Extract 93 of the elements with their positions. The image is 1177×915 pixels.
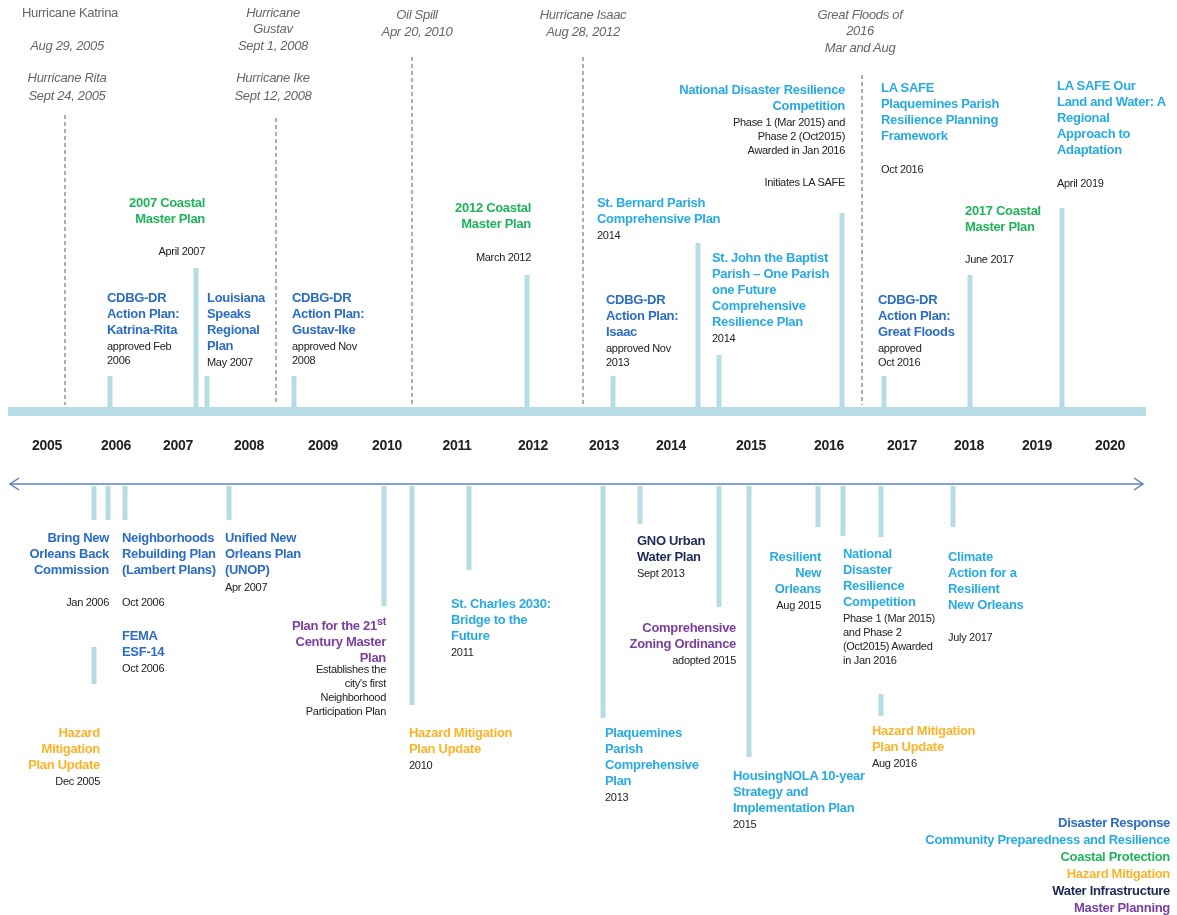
plan-title: Hazard Mitigation Plan Update [872,723,977,755]
plan-date: 2011 [451,645,475,659]
plan-title: Hazard Mitigation Plan Update [409,725,514,757]
plan-title: St. John the Baptist Parish – One Parish one Future Comprehensive Resilience Plan [712,250,831,330]
plan-date: approved Oct 2016 [878,341,923,369]
plan-date: 2010 [409,758,434,772]
plan-title: Plaquemines Parish Comprehensive Plan [605,725,700,789]
year-label: 2017 [886,437,918,453]
year-label: 2015 [735,437,767,453]
event-label: Great Floods of 2016 [816,7,905,39]
legend-label: Coastal Protection [1060,848,1170,865]
plan-title: CDBG-DR Action Plan: Gustav-Ike [292,290,366,338]
plan-title: CDBG-DR Action Plan: Great Floods [878,292,956,340]
legend-label: Hazard Mitigation [1066,865,1170,882]
event-label: Aug 29, 2005 [29,38,106,54]
plan-title: Climate Action for a Resilient New Orleans [948,549,1025,613]
year-label: 2014 [655,437,688,453]
plan-date: Oct 2006 [122,661,166,675]
plan-title: CDBG-DR Action Plan: Katrina-Rita [107,290,181,338]
plan-date: approved Feb 2006 [107,339,173,367]
legend-label: Community Preparedness and Resilience [925,831,1170,848]
legend-label: Master Planning [1074,899,1170,915]
legend-label: Water Infrastructure [1052,882,1170,899]
plan-date: 2014 [712,331,737,345]
year-label: 2020 [1094,437,1126,453]
plan-date: July 2017 [948,630,994,644]
event-label: Apr 20, 2010 [380,24,454,40]
year-label: 2012 [517,437,549,453]
plan-date: Apr 2007 [225,580,269,594]
year-label: 2009 [307,437,339,453]
plan-title: National Disaster Resilience Competition [843,546,917,610]
event-label: Hurricane Katrina [20,5,120,21]
event-label: Hurricane Ike [235,70,311,86]
event-label: Hurricane Gustav [245,5,301,37]
plan-title: FEMA ESF-14 [122,628,166,660]
plan-title: 2007 Coastal Master Plan [128,195,205,227]
year-label: 2008 [233,437,265,453]
event-label: Aug 28, 2012 [545,24,621,40]
plan-title: LA SAFE Plaquemines Parish Resilience Planning Framework [881,80,1001,144]
plan-date: 2014 [597,228,622,242]
plan-title: 2017 Coastal Master Plan [965,203,1042,235]
plan-date: April 2007 [157,244,205,258]
event-label: Hurricane Rita [26,70,108,86]
plan-date: Phase 1 (Mar 2015) and Phase 2 (Oct2015) Awarded in Jan 2016 [731,115,845,157]
plan-title: CDBG-DR Action Plan: Isaac [606,292,680,340]
plan-title: Comprehensive Zoning Ordinance [628,620,736,652]
plan-title: National Disaster Resilience Competition [678,82,845,114]
event-label: Oil Spill [395,7,439,23]
plan-date: April 2019 [1057,176,1105,190]
plan-title: HousingNOLA 10-year Strategy and Implementation Plan [733,768,866,816]
plan-date: Initiates LA SAFE [763,175,845,189]
plan-title: Neighborhoods Rebuilding Plan (Lambert Plans) [122,530,217,578]
plan-date: Sept 2013 [637,566,686,580]
plan-date: Aug 2016 [872,756,918,770]
plan-date: Dec 2005 [54,774,100,788]
plan-title: Unified New Orleans Plan (UNOP) [225,530,302,578]
plan-date: March 2012 [474,250,531,264]
plan-date: approved Nov 2013 [606,341,672,369]
plan-date: Oct 2016 [881,162,925,176]
plan-date: Oct 2006 [122,595,166,609]
legend-label: Disaster Response [1058,814,1170,831]
plan-title: Louisiana Speaks Regional Plan [207,290,267,354]
plan-date: June 2017 [965,252,1015,266]
year-label: 2013 [588,437,620,453]
plan-title: 2012 Coastal Master Plan [454,200,531,232]
plan-date: approved Nov 2008 [292,339,358,367]
plan-title: Hazard Mitigation Plan Update [27,725,100,773]
plan-title: LA SAFE Our Land and Water: A Regional Approach to Adaptation [1057,78,1167,158]
plan-date: adopted 2015 [671,653,736,667]
plan-title: GNO Urban Water Plan [637,533,707,565]
plan-date: 2013 [605,790,630,804]
event-label: Sept 24, 2005 [27,88,107,104]
year-label: 2019 [1021,437,1053,453]
plan-date: Jan 2006 [65,595,109,609]
plan-title: St. Charles 2030: Bridge to the Future [451,596,552,644]
plan-title: Bring New Orleans Back Commission [28,530,109,578]
plan-date: Phase 1 (Mar 2015) and Phase 2 (Oct2015) Awarded in Jan 2016 [843,611,935,667]
year-label: 2007 [162,437,194,453]
event-label: Hurricane Isaac [538,7,628,23]
year-label: 2006 [100,437,132,453]
plan-date: Aug 2015 [775,598,821,612]
plan-title: St. Bernard Parish Comprehensive Plan [597,195,722,227]
year-label: 2011 [441,437,473,453]
event-label: Sept 12, 2008 [233,88,313,104]
plan-date: 2015 [733,817,758,831]
year-label: 2016 [813,437,845,453]
event-label: Sept 1, 2008 [236,38,310,54]
year-label: 2018 [953,437,985,453]
event-label: Mar and Aug [823,40,897,56]
year-label: 2005 [31,437,63,453]
plan-date: May 2007 [207,355,254,369]
plan-title: Resilient New Orleans [768,549,821,597]
year-label: 2010 [371,437,403,453]
